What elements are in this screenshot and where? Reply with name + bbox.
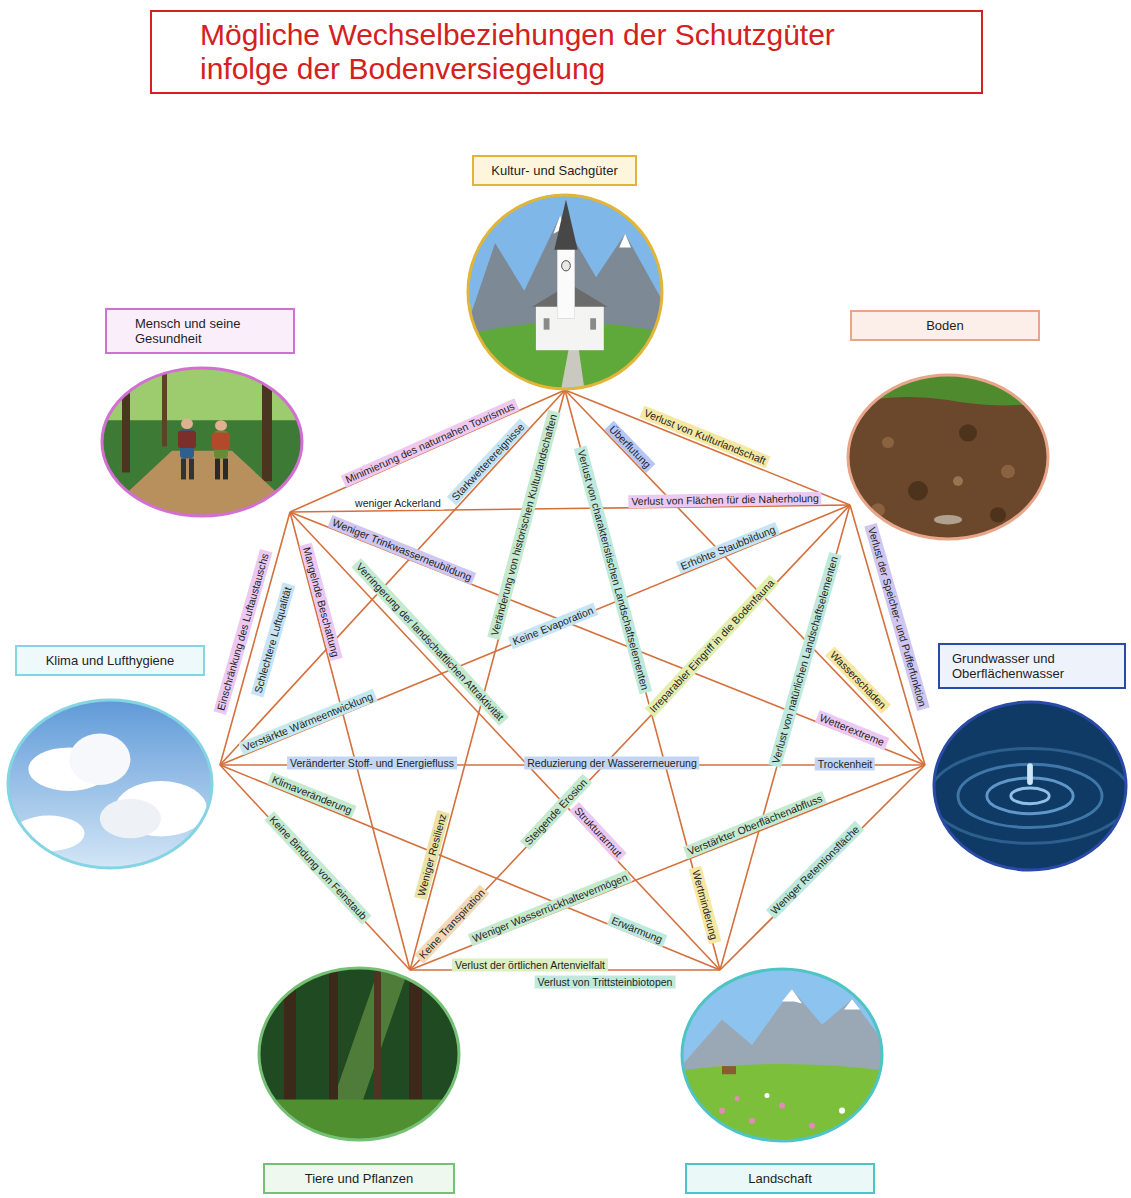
relation-label: Verlust von Trittsteinbiotopen [535,976,676,989]
schutzgut-label: Landschaft [685,1163,875,1194]
relation-label: Klimaveränderung [267,772,356,818]
relation-line [220,505,850,765]
relation-label: weniger Ackerland [352,497,444,510]
relation-line [410,765,925,970]
relation-label: Reduzierung der Wassererneuerung [524,757,699,770]
photo-illustration [931,699,1129,873]
schutzgut-name: Grundwasser und Oberflächenwasser [952,651,1102,681]
schutzgut-node: Klima und Lufthygiene [5,645,215,871]
photo-illustration [256,965,462,1143]
relation-label: Verlust von charakteristischen Landschaf… [574,446,652,695]
schutzgut-name: Landschaft [695,1171,865,1186]
schutzgut-node: Boden [845,310,1051,542]
relation-label: Weniger Trinkwasserneubildung [328,515,477,585]
schutzgut-node: Tiere und Pflanzen [256,965,462,1194]
relation-label: Verstärkter Oberflächenabfluss [683,791,827,859]
relation-label: Weniger Retentionsfläche [766,821,864,919]
relation-label: Strukturarmut [570,802,627,862]
relation-label: Wasserschäden [825,646,891,713]
photo-illustration [5,697,215,871]
photo-illustration [845,372,1051,542]
relation-label: Weniger Wasserrückhaltevermögen [468,870,633,947]
relation-label: Trockenheit [815,758,875,771]
schutzgut-node: Mensch und seine Gesundheit [99,308,305,519]
schutzgut-name: Tiere und Pflanzen [273,1171,445,1186]
relation-label: Keine Bindung von Feinstaub [264,811,371,925]
schutzgut-label: Mensch und seine Gesundheit [105,308,295,354]
relation-line [220,765,720,970]
relation-label: Verlust von Kulturlandschaft [639,405,770,468]
schutzgut-label: Tiere und Pflanzen [263,1163,455,1194]
relation-label: Erwärmung [607,913,667,947]
relation-line [220,765,410,970]
relation-line [565,390,850,505]
schutzgut-node: Grundwasser und Oberflächenwasser [931,643,1129,873]
schutzgut-name: Klima und Lufthygiene [25,653,195,668]
photo-illustration [679,966,885,1144]
relation-label: Veränderter Stoff- und Energiefluss [287,757,457,770]
photo-illustration [465,192,665,392]
relation-label: Wertminderung [689,866,722,944]
schutzgut-node: Landschaft [679,966,885,1194]
schutzgut-label: Klima und Lufthygiene [15,645,205,676]
schutzgut-label: Boden [850,310,1040,341]
relation-label: Keine Evaporation [508,603,598,649]
relation-label: Irreparabler Eingriff in die Bodenfauna [645,575,779,718]
relation-line [290,390,565,512]
schutzgut-node: Kultur- und Sachgüter [465,155,665,392]
relation-line [410,390,565,970]
relation-label: Erhöhte Staubbildung [676,522,780,574]
relation-label: Minimierung des naturnahen Tourismus [341,398,520,487]
schutzgut-name: Kultur- und Sachgüter [482,163,627,178]
schutzgut-label: Grundwasser und Oberflächenwasser [938,643,1126,689]
schutzgut-name: Mensch und seine Gesundheit [135,316,257,346]
title-box: Mögliche Wechselbeziehungen der Schutzgü… [150,10,983,94]
photo-illustration [99,365,305,519]
schutzgut-name: Boden [860,318,1030,333]
schutzgut-label: Kultur- und Sachgüter [472,155,637,186]
title-text: Mögliche Wechselbeziehungen der Schutzgü… [200,18,921,86]
relation-label: Überflutung [604,421,655,473]
relation-label: Verlust der Speicher- und Pufferfunktion [864,523,929,711]
relation-label: Verlust der örtlichen Artenvielfalt [452,959,608,972]
